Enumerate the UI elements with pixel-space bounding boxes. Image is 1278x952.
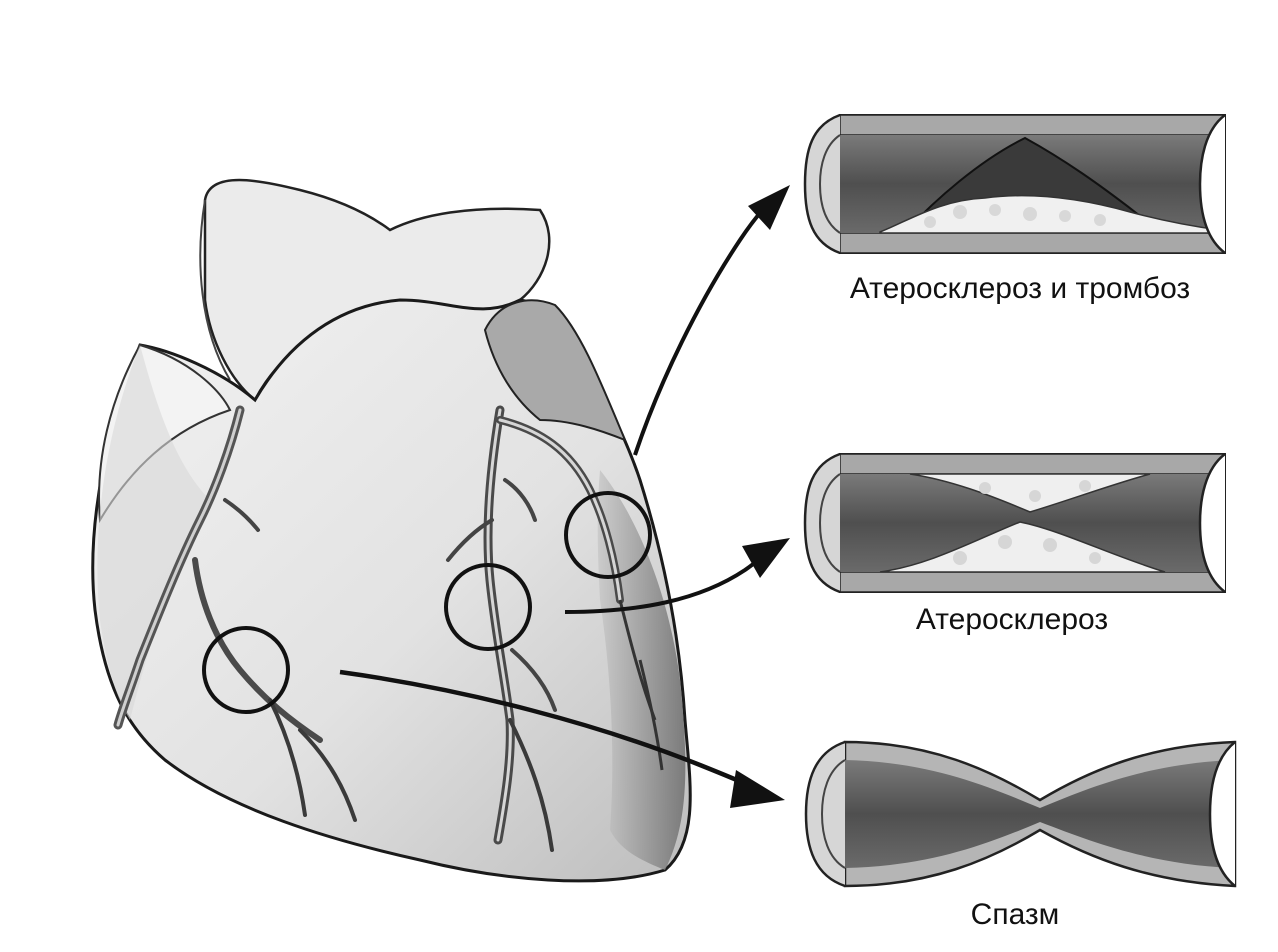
vessel-spasm — [804, 740, 1237, 888]
pointer-arrows — [339, 185, 790, 808]
lesion-circle-spasm — [202, 626, 290, 714]
label-atherosclerosis: Атеросклероз — [915, 603, 1109, 636]
arrow-to-spasm — [339, 669, 756, 791]
lesion-circle-athero — [444, 563, 532, 651]
arrow-to-thrombosis — [633, 200, 772, 456]
vessel-thrombosis — [803, 113, 1226, 255]
lesion-circle-thrombosis — [564, 491, 652, 579]
arrowhead-thrombosis-icon — [748, 185, 790, 230]
label-thrombosis: Атеросклероз и тромбоз — [849, 272, 1191, 305]
lesion-markers — [202, 491, 652, 714]
arrowhead-spasm-icon — [730, 770, 785, 808]
label-spasm: Спазм — [970, 898, 1060, 931]
arrowhead-athero-icon — [742, 538, 790, 578]
vessel-athero — [803, 452, 1226, 594]
heart-illustration-icon — [91, 178, 692, 883]
